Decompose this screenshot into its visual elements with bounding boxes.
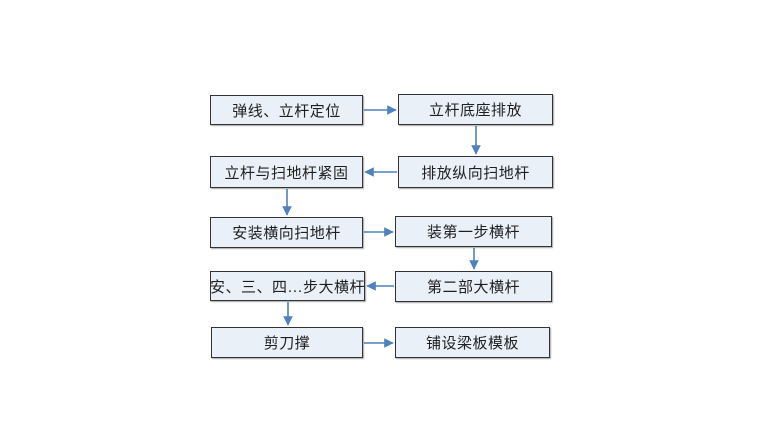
- flow-node-n3: 立杆与扫地杆紧固: [210, 156, 363, 188]
- flow-node-n6: 装第一步横杆: [395, 216, 552, 247]
- flow-node-n7: 安、三、四…步大横杆: [210, 271, 365, 301]
- flow-node-label: 剪刀撑: [263, 336, 311, 352]
- flow-node-n5: 安装横向扫地杆: [210, 217, 363, 248]
- flow-node-label: 装第一步横杆: [426, 225, 520, 241]
- flow-node-label: 铺设梁板模板: [425, 336, 519, 352]
- flow-node-label: 立杆底座排放: [428, 103, 522, 119]
- flow-node-label: 安、三、四…步大横杆: [210, 279, 366, 296]
- flow-node-label: 立杆与扫地杆紧固: [224, 165, 349, 182]
- flow-node-label: 弹线、立杆定位: [232, 103, 341, 120]
- flow-node-label: 第二部大横杆: [426, 280, 520, 296]
- flow-node-n9: 剪刀撑: [211, 327, 363, 358]
- flow-node-label: 安装横向扫地杆: [232, 226, 341, 242]
- flow-node-n1: 弹线、立杆定位: [210, 95, 363, 125]
- flow-node-n10: 铺设梁板模板: [395, 327, 550, 358]
- flow-node-n4: 排放纵向扫地杆: [398, 156, 553, 188]
- flow-node-n8: 第二部大横杆: [395, 271, 552, 302]
- flow-node-label: 排放纵向扫地杆: [421, 165, 530, 182]
- flow-node-n2: 立杆底座排放: [398, 94, 553, 125]
